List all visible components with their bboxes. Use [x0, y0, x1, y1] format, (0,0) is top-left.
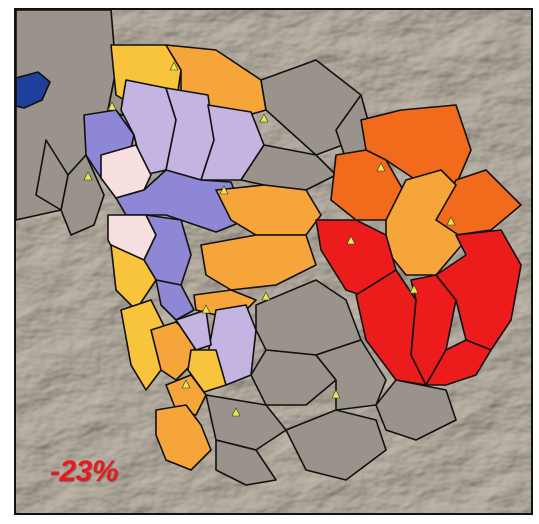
basin-light-purple — [175, 309, 212, 351]
watershed-map — [14, 8, 533, 515]
basin-gray — [215, 439, 277, 486]
basin-light-orange — [200, 234, 317, 291]
gauge-marker — [409, 284, 419, 294]
gauge-marker — [231, 407, 241, 417]
basin-red — [425, 339, 492, 386]
basin-dark-purple — [155, 279, 195, 321]
basin-yellow — [110, 244, 157, 311]
basin-light-orange — [165, 374, 207, 416]
gauge-marker — [259, 113, 269, 123]
gauge-marker — [346, 235, 356, 245]
basin-light-orange — [155, 404, 212, 471]
gauge-marker — [201, 304, 211, 314]
gauge-marker — [261, 291, 271, 301]
gauge-marker — [376, 162, 386, 172]
gauge-marker — [219, 185, 229, 195]
gauge-marker — [446, 216, 456, 226]
gauge-marker — [107, 101, 117, 111]
basin-gray — [35, 139, 69, 211]
percent-change-label: -23% — [50, 455, 119, 488]
basin-light-orange — [215, 184, 322, 236]
lake — [16, 71, 51, 109]
gauge-marker — [83, 171, 93, 181]
gauge-marker — [331, 389, 341, 399]
basin-gray — [285, 409, 387, 481]
basin-yellow — [187, 349, 227, 393]
gauge-markers — [83, 61, 456, 417]
basin-gray — [205, 394, 287, 451]
gauge-marker — [181, 379, 191, 389]
gauge-marker — [169, 61, 179, 71]
basin-gray — [375, 379, 457, 441]
